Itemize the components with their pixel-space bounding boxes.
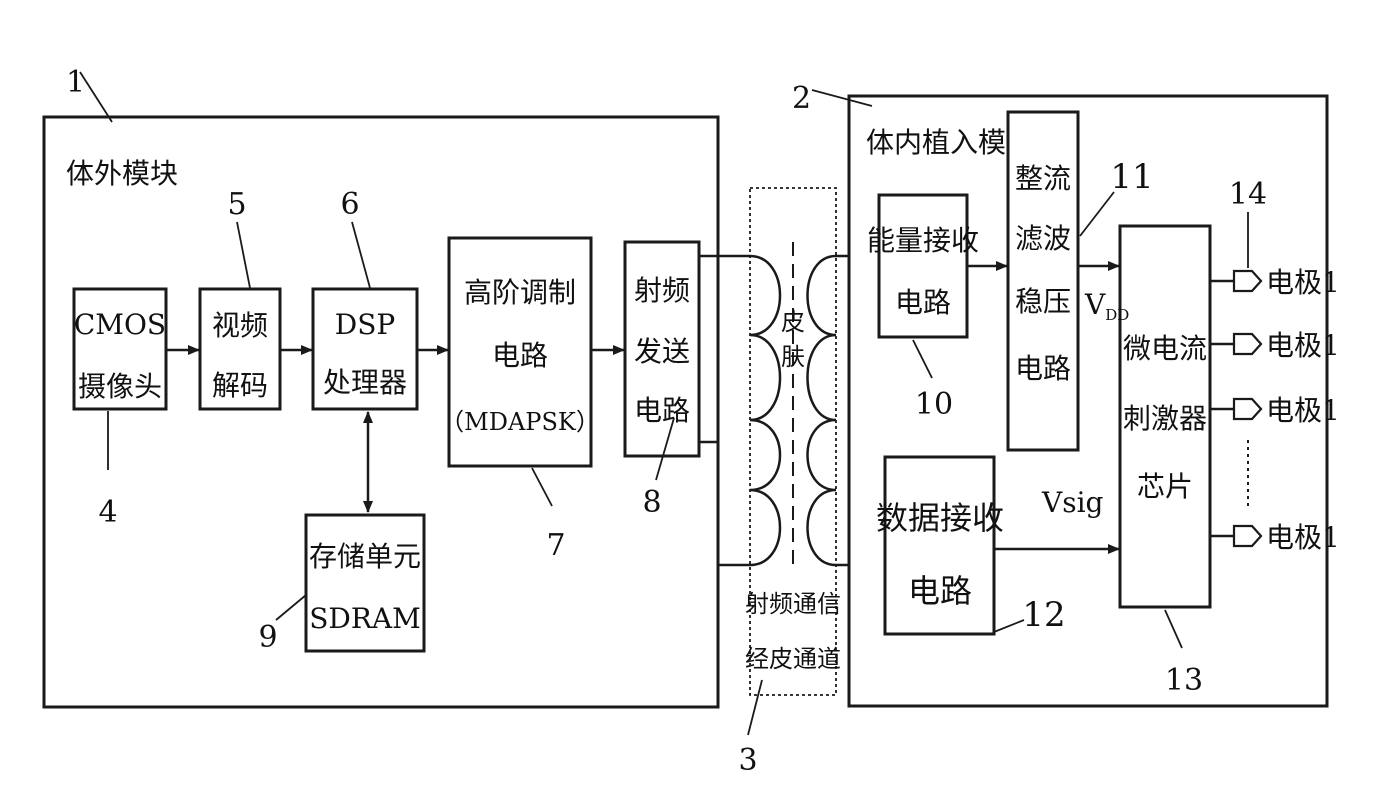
external-module-title: 体外模块: [66, 157, 178, 190]
vdd-main: V: [1084, 288, 1106, 321]
energy-rx-line1: 能量接收: [867, 224, 979, 257]
electrode-ref: 14: [1229, 177, 1267, 212]
implant-module-ref: 2: [792, 81, 811, 116]
rectifier-line2: 滤波: [1015, 222, 1071, 255]
storage-ref: 9: [258, 620, 277, 655]
transcutaneous-channel: 皮 肤 射频通信 经皮通道 3: [699, 187, 849, 778]
dsp-ref: 6: [340, 187, 359, 222]
electrode-array: 14 电极1 电极1 电极1 电极1: [1210, 177, 1340, 554]
vdd-subscript: DD: [1105, 306, 1129, 324]
stimulator-line3: 芯片: [1137, 470, 1193, 503]
storage-block: 存储单元 SDRAM 9: [258, 513, 426, 655]
energy-rx-line2: 电路: [895, 286, 951, 319]
electrode-4-label: 电极1: [1266, 521, 1340, 554]
rf-tx-ref: 8: [642, 485, 661, 520]
external-module-frame: [42, 115, 720, 709]
rf-transmit-block: 射频 发送 电路 8: [623, 240, 701, 520]
modulation-block: 高阶调制 电路 （MDAPSK） 7: [440, 236, 600, 563]
modulation-line1: 高阶调制: [464, 276, 576, 309]
electrode-1: 电极1: [1210, 266, 1340, 299]
skin-char-2: 肤: [781, 343, 805, 371]
external-coil: [749, 254, 782, 567]
rectifier-line1: 整流: [1015, 162, 1071, 195]
channel-ref: 3: [738, 743, 757, 778]
stimulator-line2: 刺激器: [1123, 402, 1207, 435]
electrode-4: 电极1: [1210, 521, 1340, 554]
rectifier-block: 整流 滤波 稳压 电路 11: [1006, 110, 1154, 452]
channel-caption-line1: 射频通信: [745, 590, 841, 618]
implant-module-frame: [847, 94, 1329, 708]
energy-receive-block: 能量接收 电路 10: [867, 193, 979, 422]
cmos-line2: 摄像头: [78, 370, 162, 403]
rf-tx-line2: 发送: [634, 335, 690, 368]
electrode-2-icon: [1232, 332, 1263, 356]
video-ref: 5: [227, 187, 246, 222]
storage-line1: 存储单元: [309, 540, 421, 573]
data-rx-line1: 数据接收: [876, 499, 1004, 537]
data-rx-ref: 12: [1022, 595, 1065, 635]
external-module: 体外模块 1: [42, 65, 720, 709]
electrode-1-label: 电极1: [1266, 266, 1340, 299]
external-signal-flow: [166, 345, 625, 513]
cmos-ref: 4: [98, 495, 117, 530]
rectifier-line3: 稳压: [1015, 285, 1071, 318]
stimulator-chip-block: 微电流 刺激器 芯片 13: [1118, 224, 1212, 698]
video-line2: 解码: [212, 369, 268, 402]
electrode-1-icon: [1232, 269, 1263, 293]
rectifier-ref: 11: [1110, 157, 1153, 197]
video-decode-block: 视频 解码 5: [198, 187, 282, 411]
external-module-leader: [79, 71, 113, 123]
data-receive-block: 数据接收 电路 12: [876, 455, 1066, 636]
rf-tx-line1: 射频: [634, 274, 690, 307]
skin-char-1: 皮: [781, 308, 805, 336]
video-line1: 视频: [212, 309, 268, 342]
implant-signal-flow: VDD Vsig: [967, 261, 1129, 554]
vsig-label: Vsig: [1041, 486, 1104, 519]
electrode-2: 电极1: [1210, 329, 1340, 362]
electrode-3-label: 电极1: [1266, 394, 1340, 427]
data-rx-line2: 电路: [908, 572, 972, 610]
channel-dashed-box: [749, 187, 837, 696]
internal-coil: [806, 254, 837, 567]
storage-line2: SDRAM: [309, 602, 421, 635]
implant-module-title: 体内植入模块: [866, 126, 1034, 159]
dsp-line2: 处理器: [323, 366, 407, 399]
dsp-line1: DSP: [335, 308, 395, 341]
electrode-4-icon: [1232, 524, 1263, 548]
implant-module: 体内植入模块 2: [792, 81, 1329, 708]
electrode-3: 电极1: [1210, 394, 1340, 427]
electrode-3-icon: [1232, 397, 1263, 421]
rectifier-line4: 电路: [1015, 352, 1071, 385]
energy-rx-ref: 10: [915, 387, 953, 422]
cmos-camera-block: CMOS 摄像头 4: [72, 287, 168, 530]
modulation-line3: （MDAPSK）: [440, 408, 600, 436]
modulation-line2: 电路: [492, 339, 548, 372]
electrode-2-label: 电极1: [1266, 329, 1340, 362]
modulation-ref: 7: [546, 528, 565, 563]
channel-caption-line2: 经皮通道: [745, 645, 841, 673]
vdd-label: VDD: [1084, 288, 1129, 324]
rf-tx-line3: 电路: [634, 394, 690, 427]
stimulator-line1: 微电流: [1123, 332, 1207, 365]
stimulator-ref: 13: [1165, 663, 1203, 698]
external-module-ref: 1: [66, 65, 85, 100]
cmos-line1: CMOS: [74, 308, 166, 341]
dsp-processor-block: DSP 处理器 6: [311, 187, 419, 411]
